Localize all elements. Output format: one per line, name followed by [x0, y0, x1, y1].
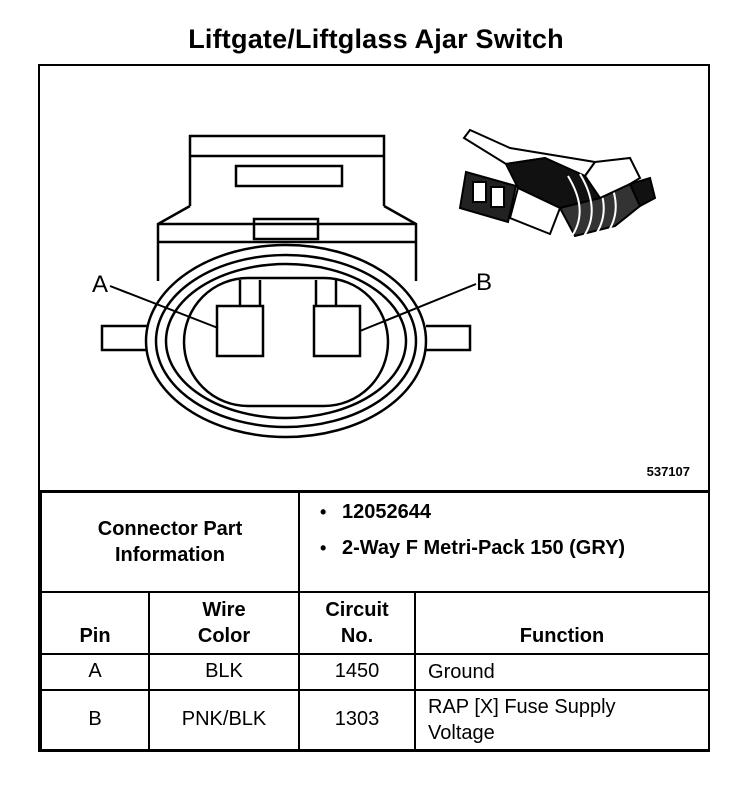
- cell-wire-color: BLK: [147, 652, 301, 691]
- header-circuit: Circuit No.: [298, 590, 417, 655]
- connector-body: [100, 204, 472, 439]
- connector-diagram: A B: [92, 128, 657, 439]
- header-wire-color: Wire Color: [147, 590, 301, 655]
- connector-sheet: A B 537107 Connector Part Information: [38, 64, 711, 752]
- cell-pin: B: [40, 688, 150, 751]
- table-row: A BLK 1450 Ground: [40, 652, 711, 691]
- connector-part-info-label: Connector Part Information: [39, 490, 301, 593]
- page-title: Liftgate/Liftglass Ajar Switch: [188, 24, 564, 54]
- cell-function: RAP [X] Fuse Supply Voltage: [414, 688, 711, 751]
- connector-pinout-table: Connector Part Information 12052644 2-Wa…: [39, 490, 711, 751]
- cell-circuit: 1450: [298, 652, 417, 691]
- pin-b-leader: [359, 283, 477, 332]
- cell-function: Ground: [414, 652, 711, 691]
- pin-a-label: A: [92, 271, 108, 298]
- connector-part-info-values: 12052644 2-Way F Metri-Pack 150 (GRY): [298, 490, 711, 593]
- cell-pin: A: [40, 652, 150, 691]
- connector-info-row: Connector Part Information 12052644 2-Wa…: [39, 490, 711, 593]
- cell-circuit: 1303: [298, 688, 417, 751]
- table-header-row: Pin Wire Color Circuit No. Function: [40, 590, 711, 655]
- pin-a-leader: [109, 285, 219, 329]
- connector-part-number: 12052644: [320, 499, 708, 525]
- connector-description: 2-Way F Metri-Pack 150 (GRY): [320, 535, 708, 561]
- pin-b-label: B: [476, 269, 492, 296]
- diagram-reference-number: 537107: [646, 464, 690, 479]
- table-row: B PNK/BLK 1303 RAP [X] Fuse Supply Volta…: [40, 688, 711, 751]
- connector-illustration: [458, 128, 657, 238]
- header-pin: Pin: [40, 590, 150, 655]
- cell-wire-color: PNK/BLK: [147, 688, 301, 751]
- header-function: Function: [414, 590, 711, 655]
- terminal-b: [312, 304, 362, 358]
- terminal-a: [215, 304, 265, 358]
